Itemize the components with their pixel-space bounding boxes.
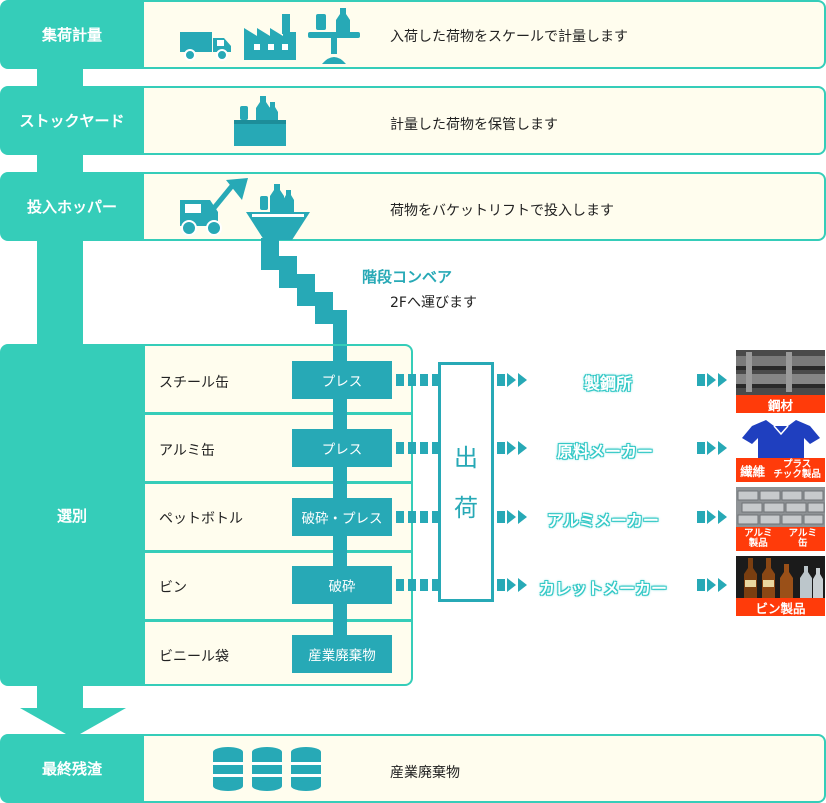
product-label-steel: 鋼材 — [736, 395, 825, 413]
product-label-fiber-b2: チック製品 — [773, 469, 821, 480]
aluminum-ingot-image — [736, 487, 825, 527]
destination-aluminum-maker: アルミメーカー — [547, 511, 659, 530]
polo-shirt-image — [736, 418, 825, 458]
stage-desc-residue: 産業廃棄物 — [390, 765, 460, 781]
sort-name-pet: ペットボトル — [159, 511, 243, 527]
drum-icons — [213, 747, 321, 791]
conveyor-vertical — [333, 346, 347, 636]
bottles-image — [736, 556, 825, 598]
conveyor-title: 階段コンベア — [362, 268, 453, 286]
sort-name-vinyl: ビニール袋 — [159, 649, 229, 665]
stage-label-collect: 集荷計量 — [0, 0, 144, 69]
product-label-bin: ビン製品 — [736, 598, 825, 616]
process-alu: プレス — [292, 429, 392, 467]
product-label-alu-b: アルミ 缶 — [789, 529, 817, 549]
steel-beam-image — [736, 350, 825, 395]
shipping-char-2: 荷 — [454, 494, 478, 522]
product-label-fiber-b: プラス チック製品 — [773, 460, 821, 480]
stage-label-sort: 選別 — [0, 344, 144, 686]
drum-icon — [213, 747, 243, 791]
flow-arrow-down — [20, 708, 126, 738]
destination-material-maker: 原料メーカー — [557, 442, 654, 461]
factory-icon — [244, 14, 296, 60]
product-label-alu-a2: 製品 — [748, 538, 768, 549]
stage-desc-hopper: 荷物をバケットリフトで投入します — [390, 203, 614, 219]
product-label-fiber-a: 繊維 — [740, 463, 766, 479]
scale-icon — [308, 8, 360, 64]
product-label-alu-b1: アルミ — [788, 528, 817, 539]
product-label-alu-a1: アルミ — [744, 528, 773, 539]
drum-icon — [291, 747, 321, 791]
sort-name-alu: アルミ缶 — [159, 443, 215, 459]
product-label-alu-a: アルミ 製品 — [744, 529, 772, 549]
stage-desc-stock: 計量した荷物を保管します — [390, 117, 558, 133]
sort-name-bin: ビン — [159, 580, 187, 596]
process-steel: プレス — [292, 361, 392, 399]
process-vinyl: 産業廃棄物 — [292, 635, 392, 673]
shipping-char-1: 出 — [454, 444, 478, 472]
process-bin: 破砕 — [292, 566, 392, 604]
truck-icon — [180, 32, 231, 61]
drum-icon — [252, 747, 282, 791]
stage-label-residue: 最終残渣 — [0, 734, 144, 803]
destination-cullet-maker: カレットメーカー — [539, 579, 668, 598]
product-label-aluminum: アルミ 製品 アルミ 缶 — [736, 527, 825, 551]
sort-name-steel: スチール缶 — [159, 375, 229, 391]
stage-desc-collect: 入荷した荷物をスケールで計量します — [390, 29, 628, 45]
destination-steel-mill: 製鋼所 — [584, 374, 633, 393]
stage-label-hopper: 投入ホッパー — [0, 172, 144, 241]
storage-bin-icon — [234, 96, 286, 146]
bucket-loader-icon — [180, 178, 248, 236]
stage-label-stock: ストックヤード — [0, 86, 144, 155]
conveyor-sub: 2Fへ運びます — [390, 295, 477, 311]
product-label-fiber-b1: プラス — [782, 459, 812, 470]
process-pet: 破砕・プレス — [292, 498, 392, 536]
shipping-box — [438, 362, 494, 602]
product-label-alu-b2: 缶 — [797, 538, 808, 549]
hopper-icon — [246, 184, 310, 240]
product-label-fiber: 繊維 プラス チック製品 — [736, 458, 825, 482]
